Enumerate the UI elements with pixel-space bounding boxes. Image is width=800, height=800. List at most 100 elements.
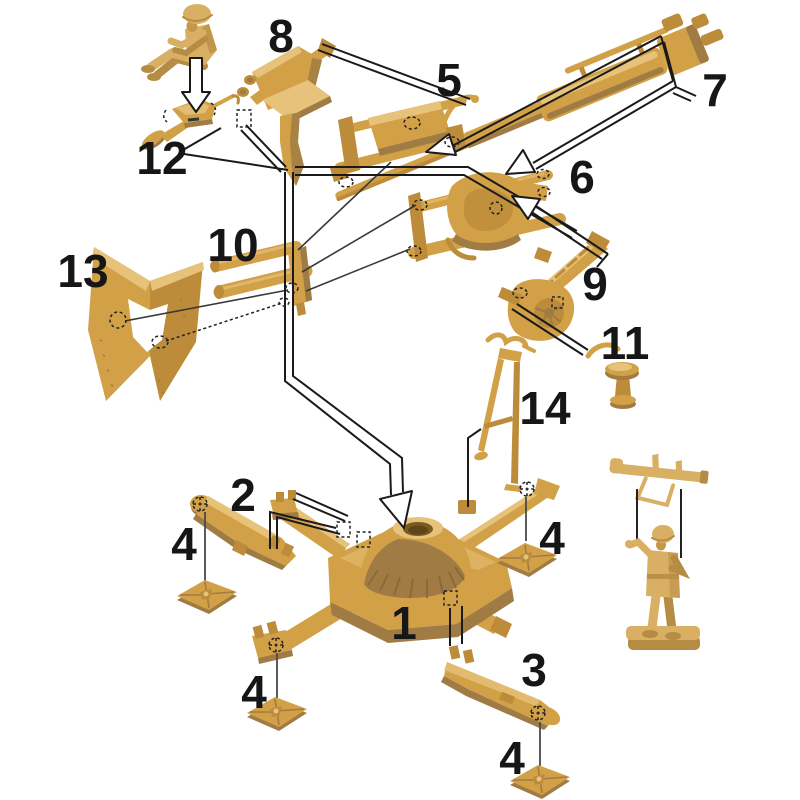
base-arm-ur-highlight [452, 486, 545, 548]
loader-hand-raised [625, 540, 633, 548]
clip-fin-2 [675, 460, 683, 476]
figure-arm-near [167, 29, 207, 49]
marker-recoil-right-face [537, 186, 551, 198]
outrigger2-foot-tab [232, 540, 248, 556]
marker-base-ul-2 [356, 531, 371, 548]
loader-arm-bent [668, 554, 691, 579]
barrel-breech-shadow [686, 24, 709, 64]
marker-recoil-left-bottom [406, 245, 422, 257]
label-4-bottom-left: 4 [241, 666, 267, 718]
label-4-bottom: 4 [499, 732, 525, 784]
base-cone-flutes [367, 566, 465, 599]
shield-right-panel [150, 262, 203, 401]
mount-body-highlight [252, 46, 302, 78]
marker-seat-arcs [163, 102, 217, 123]
label-2: 2 [230, 469, 256, 521]
callout-labels: 8 5 7 6 12 10 13 9 11 14 2 4 4 1 4 3 4 [57, 10, 727, 784]
shield-right-edge [150, 262, 204, 291]
marker-cylinder-bracket-1 [285, 282, 299, 294]
figure-boot-near [141, 65, 155, 73]
barrel-sleeve-shadow [546, 66, 664, 119]
cradle-left-cheek [338, 116, 360, 174]
marker-base-ur-cross [520, 482, 534, 496]
part-9-elevation-bracket [498, 231, 610, 341]
marker-cradle-right [444, 136, 460, 148]
base-plate-skirt [330, 588, 514, 643]
base-arm-lr-end [490, 616, 512, 638]
marker-base-lr [443, 590, 458, 606]
sight-leader [467, 428, 482, 507]
label-12-leader [182, 127, 289, 171]
insertion-arrows [181, 57, 541, 529]
label-4-left: 4 [171, 518, 197, 570]
loader-leg-far [663, 592, 677, 635]
label-6: 6 [569, 151, 595, 203]
recoil-trunnion-inner [464, 188, 514, 232]
sight-right-foot [504, 484, 522, 492]
sight-left-leg [478, 358, 504, 452]
gunner-seat-column [615, 375, 631, 396]
label-8: 8 [268, 10, 294, 62]
label-11: 11 [601, 317, 650, 369]
recoil-trunnion-shadow [452, 234, 521, 251]
barrel-rail-post-2 [636, 42, 645, 55]
outrigger3-leaders [449, 606, 463, 646]
recoil-right-face [520, 182, 548, 201]
clip-guide-lines [636, 489, 682, 558]
attachment-markers [109, 102, 564, 721]
marker-trunnion [489, 201, 503, 215]
shield-left-edge [92, 247, 150, 291]
part-5-upper-gun-cradle [330, 94, 479, 182]
label-7: 7 [702, 64, 728, 116]
bracket-gear-hub [544, 308, 554, 318]
marker-shield-1 [109, 311, 127, 329]
shield-notch [128, 299, 168, 352]
shield-rivets [99, 299, 186, 394]
loader-clip [609, 453, 709, 508]
recoil-leader [529, 205, 609, 268]
label-9: 9 [582, 258, 608, 310]
marker-outrigger2-cross [193, 497, 207, 511]
mount-rail-leader [317, 43, 471, 106]
bracket-to-seat-leader [511, 303, 589, 356]
marker-outrigger3-cross [531, 706, 545, 720]
into-recoil-top-arrow [505, 149, 536, 175]
marker-recoil-right-top [536, 168, 550, 180]
outrigger2-finger2 [280, 542, 295, 558]
outrigger2-leaders [269, 492, 349, 549]
barrel-frame-leader [451, 35, 697, 170]
marker-recoil-left-top [412, 199, 428, 211]
barrel-into-cradle-arrow [425, 133, 457, 156]
outrigger3-lug [537, 706, 561, 726]
part-6-recoil-cradle [408, 170, 566, 262]
sight-left-foot [474, 451, 488, 461]
bracket-end-cap [586, 231, 610, 253]
cylinder-bottom-cap [214, 285, 224, 299]
barrel-breech-knob [661, 13, 684, 32]
outrigger3-hook1 [448, 645, 461, 660]
gunner-seat-foot [610, 395, 636, 405]
pad-stems [204, 497, 541, 766]
bracket-knob [534, 247, 552, 263]
loader-helmet-brim [651, 535, 675, 542]
seat-arm [210, 94, 235, 109]
clip-fin-1 [652, 453, 659, 470]
outrigger2-highlight [204, 496, 282, 544]
mount-stud-1-core [247, 77, 253, 83]
label-1: 1 [391, 597, 417, 649]
barrel-taper-shadow [467, 111, 547, 149]
loader-base-top [626, 626, 700, 640]
mount-stud-2-core [240, 89, 246, 95]
bracket-gear-spokes [534, 305, 563, 328]
marker-bracket-left [512, 287, 528, 299]
mount-socket-leader [240, 124, 287, 173]
marker-mount-socket [236, 109, 252, 128]
marker-cradle-top [403, 116, 421, 130]
label-12: 12 [136, 132, 187, 184]
line-shield-to-cylinders [124, 289, 289, 322]
part-14-sight-frame [474, 332, 536, 492]
leader-lines [124, 35, 697, 646]
part-3-outrigger-front [441, 645, 561, 730]
